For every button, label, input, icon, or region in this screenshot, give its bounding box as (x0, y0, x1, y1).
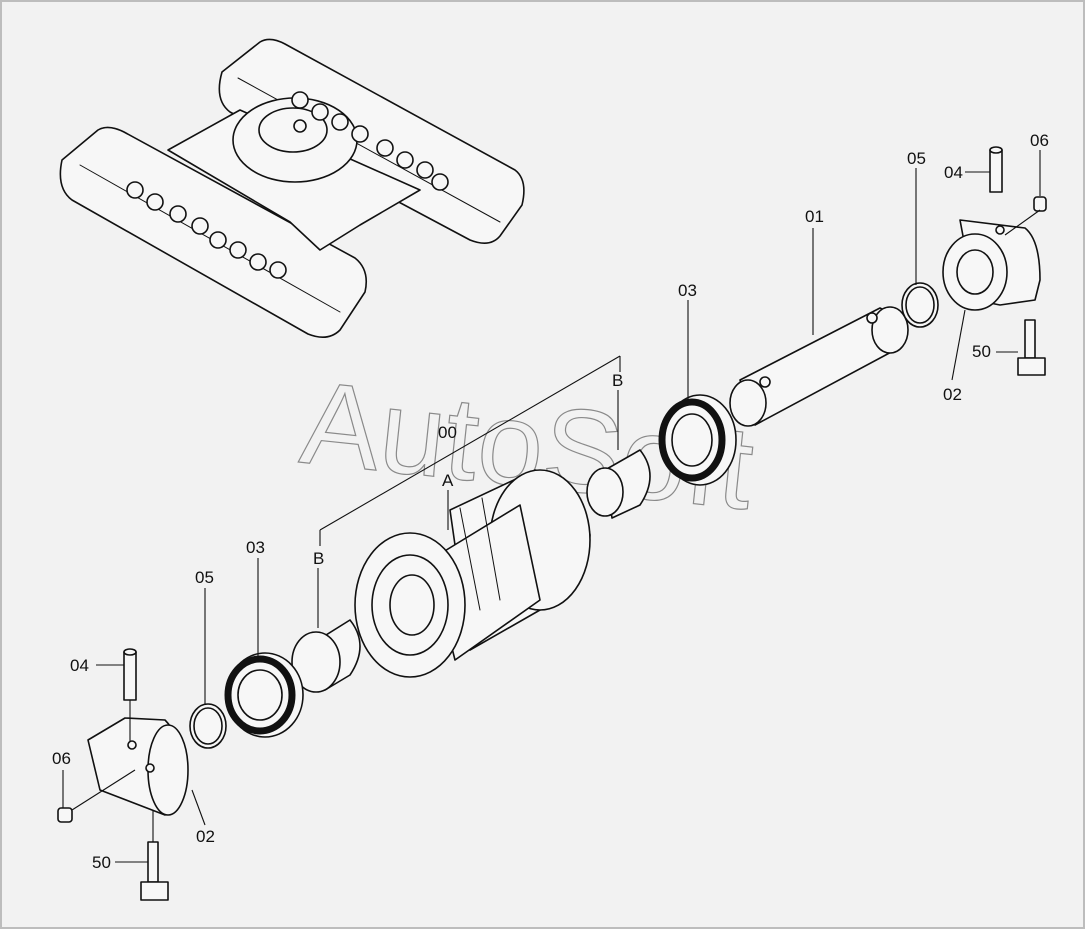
label-assembly: 00 (438, 423, 457, 442)
label-dowel-right: 04 (944, 163, 963, 182)
bushing-lower (291, 619, 361, 693)
track-rollers-top (291, 91, 449, 191)
label-callout-b-bottom: B (313, 549, 324, 568)
label-bolt-right: 50 (972, 342, 991, 361)
leader-lines (62, 150, 1041, 863)
label-plug-left: 06 (52, 749, 71, 768)
label-seal-right: 03 (678, 281, 697, 300)
plug-left (57, 807, 73, 823)
label-seal-left: 03 (246, 538, 265, 557)
bushing-upper (586, 449, 651, 519)
label-dowel-left: 04 (70, 656, 89, 675)
label-callout-b-top: B (612, 371, 623, 390)
track-rollers-bottom (126, 181, 287, 279)
label-callout-a: A (442, 471, 454, 490)
dowel-right (989, 149, 1003, 193)
seal-upper (658, 394, 737, 486)
undercarriage-overview (59, 38, 525, 338)
oring-upper (901, 282, 939, 328)
bracket-left (87, 717, 189, 816)
bracket-right (942, 219, 1041, 311)
bolt-left (140, 841, 169, 901)
dowel-left (123, 651, 137, 701)
bolt-right (1017, 319, 1046, 376)
oring-lower (189, 703, 227, 749)
label-bolt-left: 50 (92, 853, 111, 872)
shaft-pin (729, 306, 909, 427)
plug-right (1033, 196, 1047, 212)
label-oring-left: 05 (195, 568, 214, 587)
label-bracket-right: 02 (943, 385, 962, 404)
track-roller-body (354, 469, 591, 678)
label-pin: 01 (805, 207, 824, 226)
seal-lower (224, 652, 304, 738)
label-plug-right: 06 (1030, 131, 1049, 150)
label-bracket-left: 02 (196, 827, 215, 846)
label-oring-right: 05 (907, 149, 926, 168)
